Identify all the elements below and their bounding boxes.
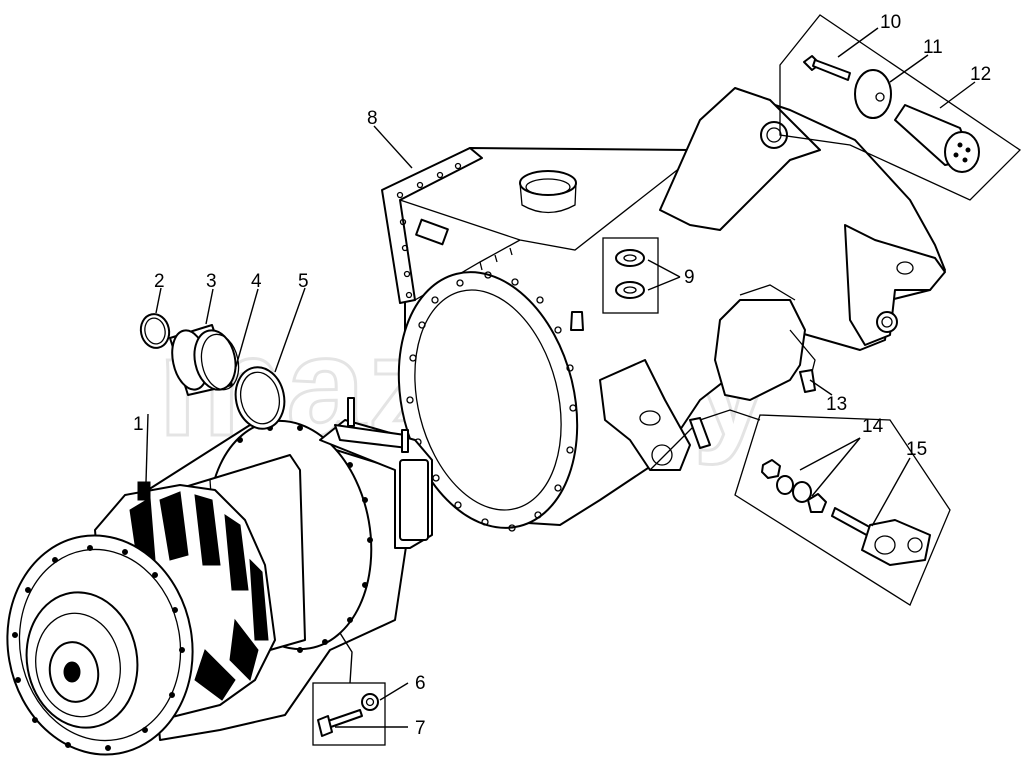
seal-ring-2 (139, 313, 171, 349)
leader-lines (145, 27, 976, 728)
callout-5: 5 (298, 271, 309, 292)
fastener-group (734, 414, 951, 606)
ring-5 (234, 366, 286, 430)
callout-9: 9 (684, 267, 695, 288)
callout-15: 15 (906, 439, 927, 460)
callout-11: 11 (923, 37, 943, 58)
callout-7: 7 (415, 718, 426, 739)
callout-13: 13 (826, 394, 847, 415)
callout-8: 8 (367, 108, 378, 129)
callout-3: 3 (206, 271, 217, 292)
callout-10: 10 (880, 12, 901, 33)
callout-4: 4 (251, 271, 262, 292)
end-cover-bolts (12, 545, 185, 751)
callout-14: 14 (862, 416, 884, 437)
cooling-ribs (129, 491, 269, 701)
flange-bolt-holes-left (396, 162, 462, 299)
o-rings-4 (193, 329, 240, 391)
final-drive-assembly (6, 397, 433, 756)
callout-12: 12 (970, 64, 991, 85)
callout-6: 6 (415, 673, 426, 694)
bracket-cover-13 (689, 284, 816, 449)
axle-housing (381, 87, 946, 532)
callout-labels: 1 2 3 4 5 6 7 8 9 10 11 12 13 14 15 (133, 12, 991, 739)
grease-fittings-group (570, 237, 659, 331)
bolt-washer-group (312, 682, 386, 746)
pin-group (779, 14, 1022, 201)
callout-2: 2 (154, 271, 165, 292)
callout-1: 1 (133, 414, 144, 435)
